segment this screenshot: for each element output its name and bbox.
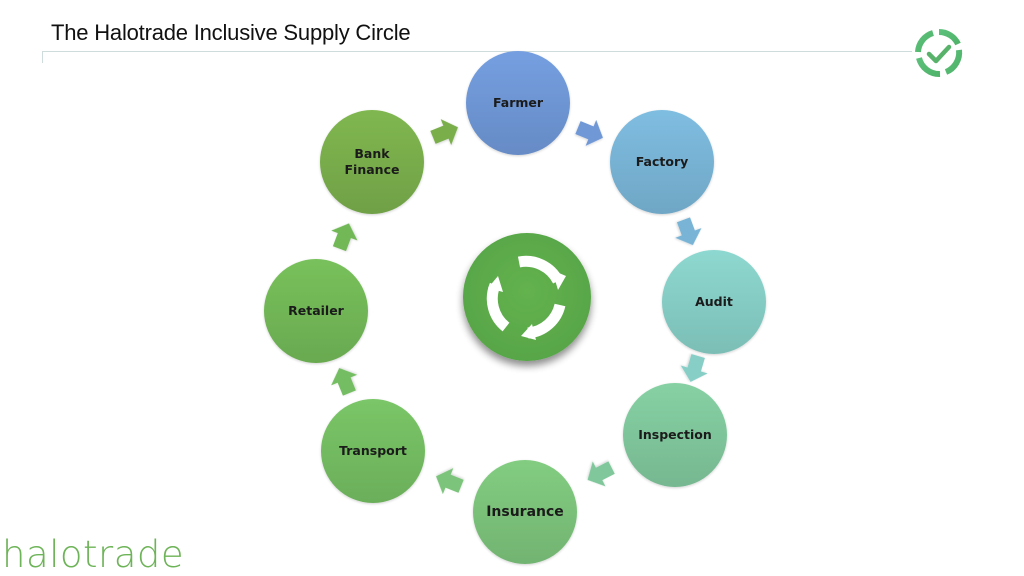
flow-arrow-icon bbox=[680, 354, 708, 382]
node-circle bbox=[623, 383, 727, 487]
node-farmer: Farmer bbox=[466, 51, 570, 155]
slide-title: The Halotrade Inclusive Supply Circle bbox=[51, 20, 411, 45]
node-audit: Audit bbox=[662, 250, 766, 354]
brand-wordmark: halotrade bbox=[2, 533, 185, 576]
node-factory: Factory bbox=[610, 110, 714, 214]
flow-arrow-icon bbox=[587, 461, 615, 487]
check-cycle-icon bbox=[915, 28, 963, 77]
flow-arrow-icon bbox=[430, 119, 458, 146]
node-label: Inspection bbox=[638, 427, 712, 442]
node-label: Retailer bbox=[288, 303, 345, 318]
node-label: Insurance bbox=[486, 504, 564, 520]
flow-arrow-icon bbox=[436, 468, 464, 495]
title-underline-tick bbox=[42, 51, 43, 63]
node-label: Audit bbox=[695, 294, 733, 309]
node-circle bbox=[264, 259, 368, 363]
node-retailer: Retailer bbox=[264, 259, 368, 363]
flow-arrow-icon bbox=[331, 223, 358, 252]
node-label: Factory bbox=[636, 154, 689, 169]
node-circle bbox=[320, 110, 424, 214]
node-circle bbox=[473, 460, 577, 564]
node-circle bbox=[321, 399, 425, 503]
flow-arrow-icon bbox=[575, 119, 603, 146]
node-circle bbox=[466, 51, 570, 155]
node-circle bbox=[662, 250, 766, 354]
flow-arrow-icon bbox=[331, 368, 358, 396]
node-label: Farmer bbox=[493, 95, 544, 110]
refresh-arrowheads bbox=[488, 270, 566, 340]
node-inspection: Inspection bbox=[623, 383, 727, 487]
node-transport: Transport bbox=[321, 399, 425, 503]
node-circle bbox=[610, 110, 714, 214]
title-underline bbox=[42, 51, 912, 52]
flow-arrow-icon bbox=[675, 217, 702, 246]
node-label: Bank bbox=[354, 146, 390, 161]
center-cycle-icon bbox=[463, 233, 591, 361]
node-label: Transport bbox=[339, 443, 407, 458]
center-circle bbox=[463, 233, 591, 361]
node-label: Finance bbox=[345, 162, 400, 177]
node-insurance: Insurance bbox=[473, 460, 577, 564]
